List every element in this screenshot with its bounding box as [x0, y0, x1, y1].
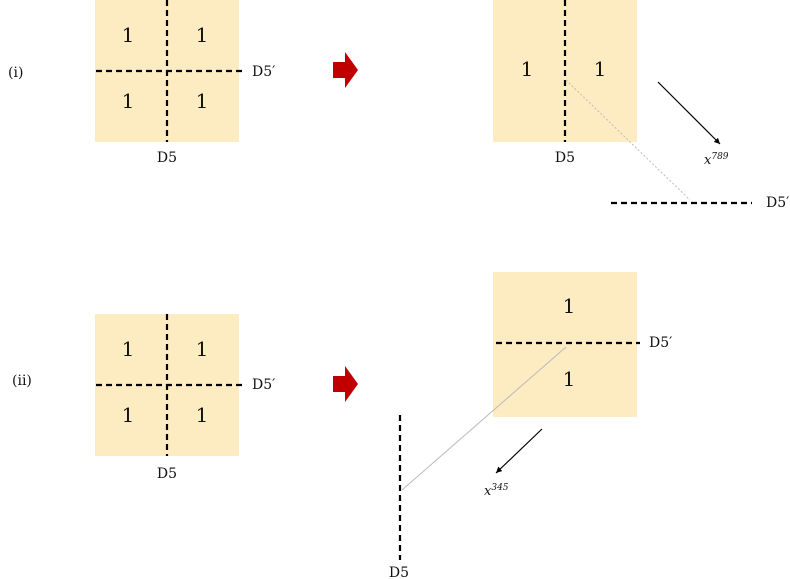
row-i-after-d5-label: D5	[555, 150, 575, 166]
row-ii-after-moved-d5-label: D5	[389, 565, 409, 579]
row-i-before-cell-tr: 1	[196, 23, 209, 47]
row-ii-after-connector	[401, 346, 567, 491]
row-i-after-arrow-label: x789	[704, 152, 729, 168]
row-ii-before-d5prime-label: D5′	[252, 377, 275, 393]
row-i: (i) 1 1 1 1 D5′ D5 1 1 D5 D5′ x789	[8, 0, 789, 211]
row-ii-before-square: 1 1 1 1 D5′ D5	[95, 314, 275, 482]
row-i-before-cell-br: 1	[196, 89, 209, 113]
row-ii-before-d5-label: D5	[157, 466, 177, 482]
row-ii-label: (ii)	[12, 373, 32, 389]
row-ii-after-cell-top: 1	[563, 294, 576, 318]
row-ii-before-cell-tr: 1	[196, 337, 209, 361]
row-i-label: (i)	[8, 65, 23, 81]
row-i-after-connector	[565, 79, 691, 201]
row-ii-after-arrow-label: x345	[484, 483, 509, 499]
row-i-after-motion-arrow-icon	[657, 81, 721, 145]
row-i-after-moved-d5prime-label: D5′	[766, 195, 789, 211]
row-i-before-cell-bl: 1	[122, 89, 135, 113]
row-i-before-square: 1 1 1 1 D5′ D5	[95, 0, 275, 166]
row-ii-before-cell-tl: 1	[122, 337, 135, 361]
row-i-before-cell-tl: 1	[122, 23, 135, 47]
row-ii-before-cell-bl: 1	[122, 403, 135, 427]
row-ii-after: 1 1 D5′ D5 x345	[389, 272, 672, 579]
row-ii: (ii) 1 1 1 1 D5′ D5 1 1 D5′ D5 x345	[12, 272, 672, 579]
row-i-after-cell-left: 1	[521, 57, 534, 81]
row-ii-after-motion-arrow-icon	[495, 428, 543, 474]
row-ii-after-d5prime-label: D5′	[649, 335, 672, 351]
row-i-after-cell-right: 1	[594, 57, 607, 81]
row-i-before-d5prime-label: D5′	[252, 64, 275, 80]
row-ii-transition-arrow-icon	[333, 366, 358, 402]
row-i-transition-arrow-icon	[333, 52, 358, 88]
row-ii-after-tile	[493, 272, 637, 417]
row-i-after: 1 1 D5 D5′ x789	[493, 0, 789, 211]
row-ii-after-cell-bottom: 1	[563, 367, 576, 391]
row-ii-before-cell-br: 1	[196, 403, 209, 427]
row-i-before-d5-label: D5	[157, 150, 177, 166]
